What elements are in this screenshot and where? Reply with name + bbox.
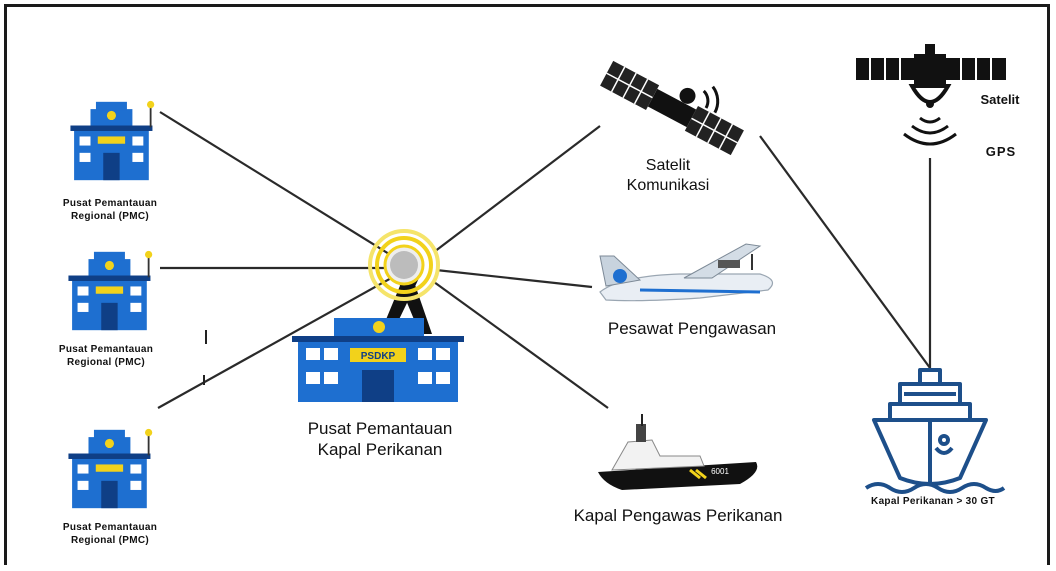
pmc-top-label: Pusat Pemantauan Regional (PMC) (40, 198, 180, 223)
center-label-line2: Kapal Perikanan (317, 440, 443, 460)
plane-label: Pesawat Pengawasan (607, 319, 777, 338)
pmc-mid-building-icon (68, 250, 154, 332)
diagram-frame (4, 4, 1050, 565)
surveillance-plane-icon (599, 243, 774, 302)
patrol-hull-number: 6001 (711, 467, 729, 476)
comm-satellite-icon (600, 60, 744, 156)
pmc-mid-label-line2: Regional (PMC) (66, 356, 146, 368)
sat-comm-label-line2: Komunikasi (626, 177, 710, 194)
center-label-line1: Pusat Pemantauan (307, 419, 453, 438)
pmc-top-label-line1: Pusat Pemantauan (62, 198, 158, 209)
link-plane (435, 268, 593, 289)
pmc-top-label-line2: Regional (PMC) (70, 210, 150, 222)
pmc-bottom-building-icon (68, 428, 154, 510)
pmc-top-building-icon (70, 100, 156, 182)
center-label: Pusat Pemantauan Kapal Perikanan (280, 418, 480, 461)
sat-gps-label-line1: Satelit (980, 92, 1020, 107)
link-sat-comm (433, 125, 601, 253)
fishing-ship-label: Kapal Perikanan > 30 GT (871, 496, 995, 507)
pmc-bottom-label-line2: Regional (PMC) (70, 534, 150, 546)
link-satcomm-ship (759, 135, 931, 369)
sat-comm-label: Satelit Komunikasi (608, 156, 728, 196)
tick-marks (203, 330, 207, 385)
center-sign-text: PSDKP (361, 351, 396, 362)
sat-gps-label-line2: GPS (985, 144, 1017, 159)
pmc-bottom-label-line1: Pusat Pemantauan (62, 522, 158, 533)
patrol-label: Kapal Pengawas Perikanan (573, 506, 783, 525)
center-building-icon: PSDKP (292, 229, 464, 402)
link-pmc-top (159, 111, 403, 263)
link-patrol (433, 281, 609, 409)
connection-lines (157, 111, 932, 409)
pmc-mid-label-line1: Pusat Pemantauan (58, 344, 154, 355)
sat-comm-label-line1: Satelit (645, 157, 691, 174)
pmc-bottom-label: Pusat Pemantauan Regional (PMC) (40, 522, 180, 547)
gps-satellite-icon (856, 44, 1006, 146)
link-pmc-bottom (157, 271, 403, 409)
fishing-ship-icon (864, 368, 1006, 494)
pmc-mid-label: Pusat Pemantauan Regional (PMC) (36, 344, 176, 369)
patrol-vessel-icon: 6001 (598, 414, 758, 490)
